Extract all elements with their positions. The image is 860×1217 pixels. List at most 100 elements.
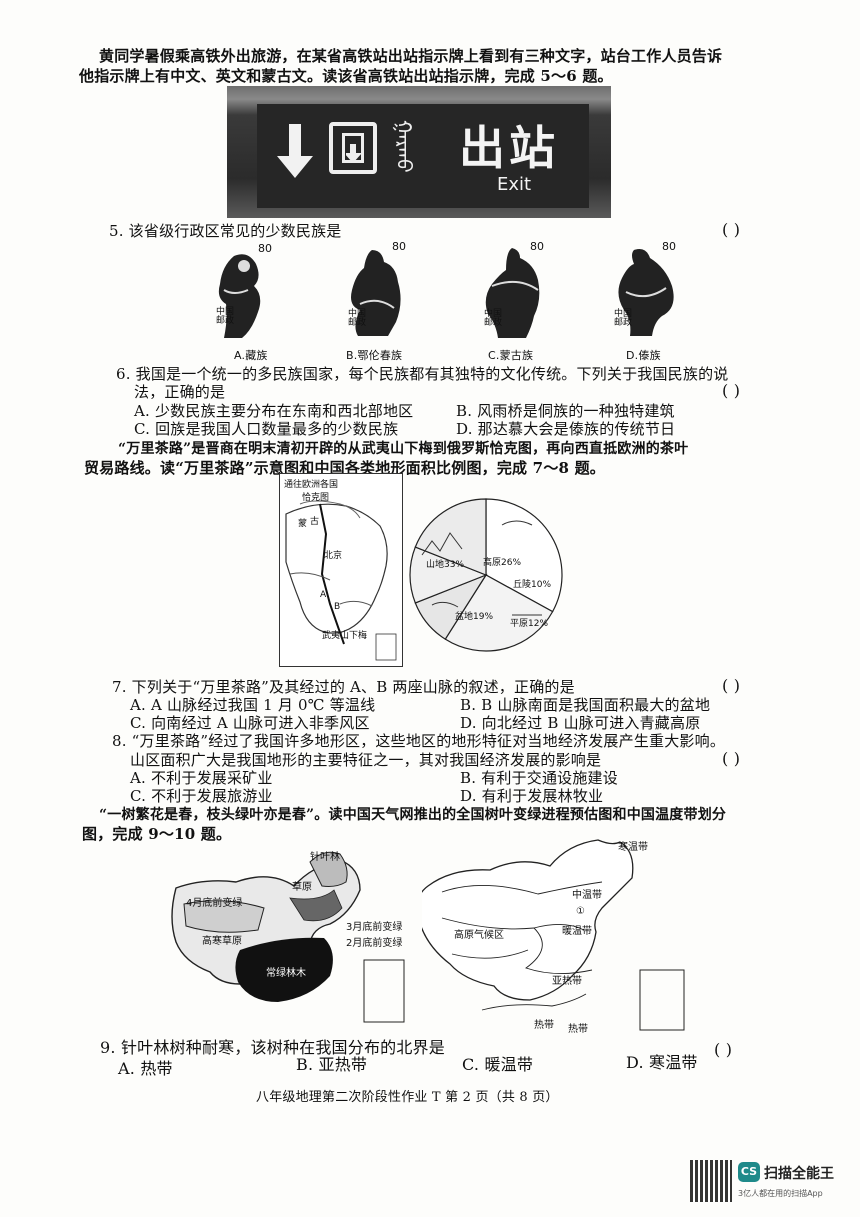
- q8-option-d: D. 有利于发展林牧业: [460, 787, 604, 805]
- exit-sign-photo: ᠭᠠᠷᠬᠤ 出站 Exit: [227, 86, 611, 218]
- stamp-b: 80 中国邮政: [346, 240, 416, 344]
- stamp-figure-icon: [218, 254, 261, 338]
- q9-answer-paren: ( ): [714, 1040, 733, 1059]
- q8-stem-line-1: 8. “万里茶路”经过了我国许多地形区，这些地区的地形特征对当地经济发展产生重大…: [112, 732, 726, 750]
- q6-option-c: C. 回族是我国人口数量最多的少数民族: [134, 420, 399, 438]
- intro-line-1: 黄同学暑假乘高铁外出旅游，在某省高铁站出站指示牌上看到有三种文字，站台工作人员告…: [99, 47, 723, 65]
- stamp-value: 80: [392, 240, 406, 253]
- map-label-beijing: 北京: [324, 551, 343, 561]
- camscanner-name: 扫描全能王: [764, 1166, 834, 1182]
- q7-option-b: B. B 山脉南面是我国面积最大的盆地: [460, 696, 711, 714]
- camscanner-logo: CS: [738, 1162, 760, 1182]
- temp-label-tropical-2: 热带: [568, 1024, 588, 1035]
- map-label-b: B: [334, 602, 341, 612]
- stamp-c-caption: C.蒙古族: [488, 349, 534, 362]
- temp-label-circle-1: ①: [576, 906, 585, 917]
- pie-label-mountain: 山地33%: [426, 560, 465, 570]
- map-label-meng: 蒙: [298, 519, 308, 529]
- temp-label-plateau: 高原气候区: [454, 930, 504, 941]
- q9-option-d: D. 寒温带: [626, 1053, 698, 1072]
- stamp-b-caption: B.鄂伦春族: [346, 349, 403, 362]
- q6-option-a: A. 少数民族主要分布在东南和西北部地区: [134, 402, 414, 420]
- qr-code-icon: [690, 1160, 732, 1202]
- q8-answer-paren: ( ): [722, 749, 741, 768]
- terrain-sketch-lines: [421, 520, 542, 616]
- q7-option-d: D. 向北经过 B 山脉可进入青藏高原: [460, 714, 701, 732]
- stamp-country: 中国邮政: [216, 307, 235, 326]
- leaf-label-conifer: 针叶林: [310, 852, 340, 863]
- q8-option-a: A. 不利于发展采矿业: [130, 769, 273, 787]
- q7-option-c: C. 向南经过 A 山脉可进入非季风区: [130, 714, 370, 732]
- map-legend-label: 通往欧洲各国: [284, 480, 339, 490]
- temp-label-mid-temperate: 中温带: [572, 890, 602, 901]
- leaf-label-grassland: 草原: [292, 882, 312, 893]
- down-arrow-icon: [277, 124, 313, 178]
- stamp-figure-icon: [351, 250, 401, 336]
- q9-stem: 9. 针叶林树种耐寒，该树种在我国分布的北界是: [100, 1038, 445, 1057]
- q6-option-b: B. 风雨桥是侗族的一种独特建筑: [456, 402, 675, 420]
- stamp-d-caption: D.傣族: [626, 349, 661, 362]
- leaf-label-march: 3月底前变绿: [346, 922, 403, 933]
- sign-english: Exit: [497, 174, 532, 195]
- temp-label-tropical-1: 热带: [534, 1020, 554, 1031]
- q5-stem: 5. 该省级行政区常见的少数民族是: [109, 222, 342, 240]
- q8-option-b: B. 有利于交通设施建设: [460, 769, 618, 787]
- camscanner-tagline: 3亿人都在用的扫描App: [738, 1189, 823, 1198]
- q6-stem-line-1: 6. 我国是一个统一的多民族国家，每个民族都有其独特的文化传统。下列关于我国民族…: [116, 365, 729, 383]
- stamp-country: 中国邮政: [484, 309, 503, 328]
- intro2-line-2: 贸易路线。读“万里茶路”示意图和中国各类地形面积比例图，完成 7～8 题。: [84, 459, 605, 477]
- q9-option-c: C. 暖温带: [462, 1055, 534, 1074]
- exit-door-icon: [329, 122, 377, 174]
- stamp-country: 中国邮政: [348, 309, 367, 328]
- stamp-value: 80: [530, 240, 544, 253]
- q9-option-b: B. 亚热带: [296, 1055, 368, 1074]
- intro-line-2: 他指示牌上有中文、英文和蒙古文。读该省高铁站出站指示牌，完成 5～6 题。: [79, 67, 613, 85]
- temp-label-cold-temperate: 寒温带: [618, 842, 648, 853]
- intro3-line-2: 图，完成 9～10 题。: [82, 825, 232, 843]
- pie-label-plain: 平原12%: [510, 619, 549, 629]
- pie-label-hills: 丘陵10%: [513, 580, 552, 590]
- stamp-a-caption: A.藏族: [234, 349, 268, 362]
- q6-stem-line-2: 法，正确的是: [134, 383, 226, 401]
- temperature-zone-map: 寒温带 中温带 ① 暖温带 高原气候区 亚热带 热带 热带: [422, 834, 692, 1035]
- map-label-a: A: [320, 590, 327, 600]
- temp-label-warm-temperate: 暖温带: [562, 926, 592, 937]
- stamp-c: 80 中国邮政: [482, 240, 552, 344]
- temp-label-subtropical: 亚热带: [552, 976, 582, 987]
- page-footer: 八年级地理第二次阶段性作业 T 第 2 页（共 8 页）: [256, 1090, 559, 1105]
- q7-answer-paren: ( ): [722, 676, 741, 695]
- stamp-d: 80 中国邮政: [612, 240, 684, 344]
- pie-slice-山地: [485, 498, 563, 613]
- stamp-value: 80: [258, 242, 272, 255]
- q6-option-d: D. 那达慕大会是傣族的传统节日: [456, 420, 676, 438]
- pie-slice-盆地: [414, 498, 487, 576]
- tea-road-map: 通往欧洲各国 恰克图 蒙 古 北京 A B 武夷山下梅: [279, 473, 403, 667]
- mongolian-text: ᠭᠠᠷᠬᠤ: [392, 120, 416, 173]
- map-label-gu: 古: [310, 517, 320, 527]
- map-label-kyakhta: 恰克图: [302, 493, 330, 503]
- leaf-greenup-map: 针叶林 草原 4月底前变绿 3月底前变绿 2月底前变绿 高寒草原 常绿林木: [170, 842, 410, 1028]
- pie-slice-高原: [444, 574, 554, 652]
- q8-option-c: C. 不利于发展旅游业: [130, 787, 273, 805]
- intro3-line-1: “一树繁花是春，枝头绿叶亦是春”。读中国天气网推出的全国树叶变绿进程预估图和中国…: [99, 807, 727, 823]
- stamp-value: 80: [662, 240, 676, 253]
- stamp-figure-icon: [618, 249, 674, 336]
- pie-label-plateau: 高原26%: [483, 558, 522, 568]
- q7-option-a: A. A 山脉经过我国 1 月 0℃ 等温线: [130, 696, 376, 714]
- q6-answer-paren: ( ): [722, 381, 741, 400]
- leaf-label-evergreen: 常绿林木: [266, 968, 306, 979]
- terrain-pie-chart: [409, 498, 563, 652]
- stamp-country: 中国邮政: [614, 309, 633, 328]
- q5-answer-paren: ( ): [722, 220, 741, 239]
- stamp-figure-icon: [485, 248, 540, 338]
- stamp-a: 80 中国邮政: [214, 242, 282, 344]
- leaf-label-alpine-grassland: 高寒草原: [202, 936, 242, 947]
- pie-label-basin: 盆地19%: [455, 612, 494, 622]
- map-label-wuyishan: 武夷山下梅: [322, 631, 368, 641]
- leaf-label-april: 4月底前变绿: [186, 898, 243, 909]
- q8-stem-line-2: 山区面积广大是我国地形的主要特征之一，其对我国经济发展的影响是: [130, 751, 602, 769]
- intro2-line-1: “万里茶路”是晋商在明末清初开辟的从武夷山下梅到俄罗斯恰克图，再向西直抵欧洲的茶…: [118, 441, 689, 457]
- sign-chinese: 出站: [459, 121, 559, 175]
- leaf-label-february: 2月底前变绿: [346, 938, 403, 949]
- q9-option-a: A. 热带: [118, 1059, 173, 1078]
